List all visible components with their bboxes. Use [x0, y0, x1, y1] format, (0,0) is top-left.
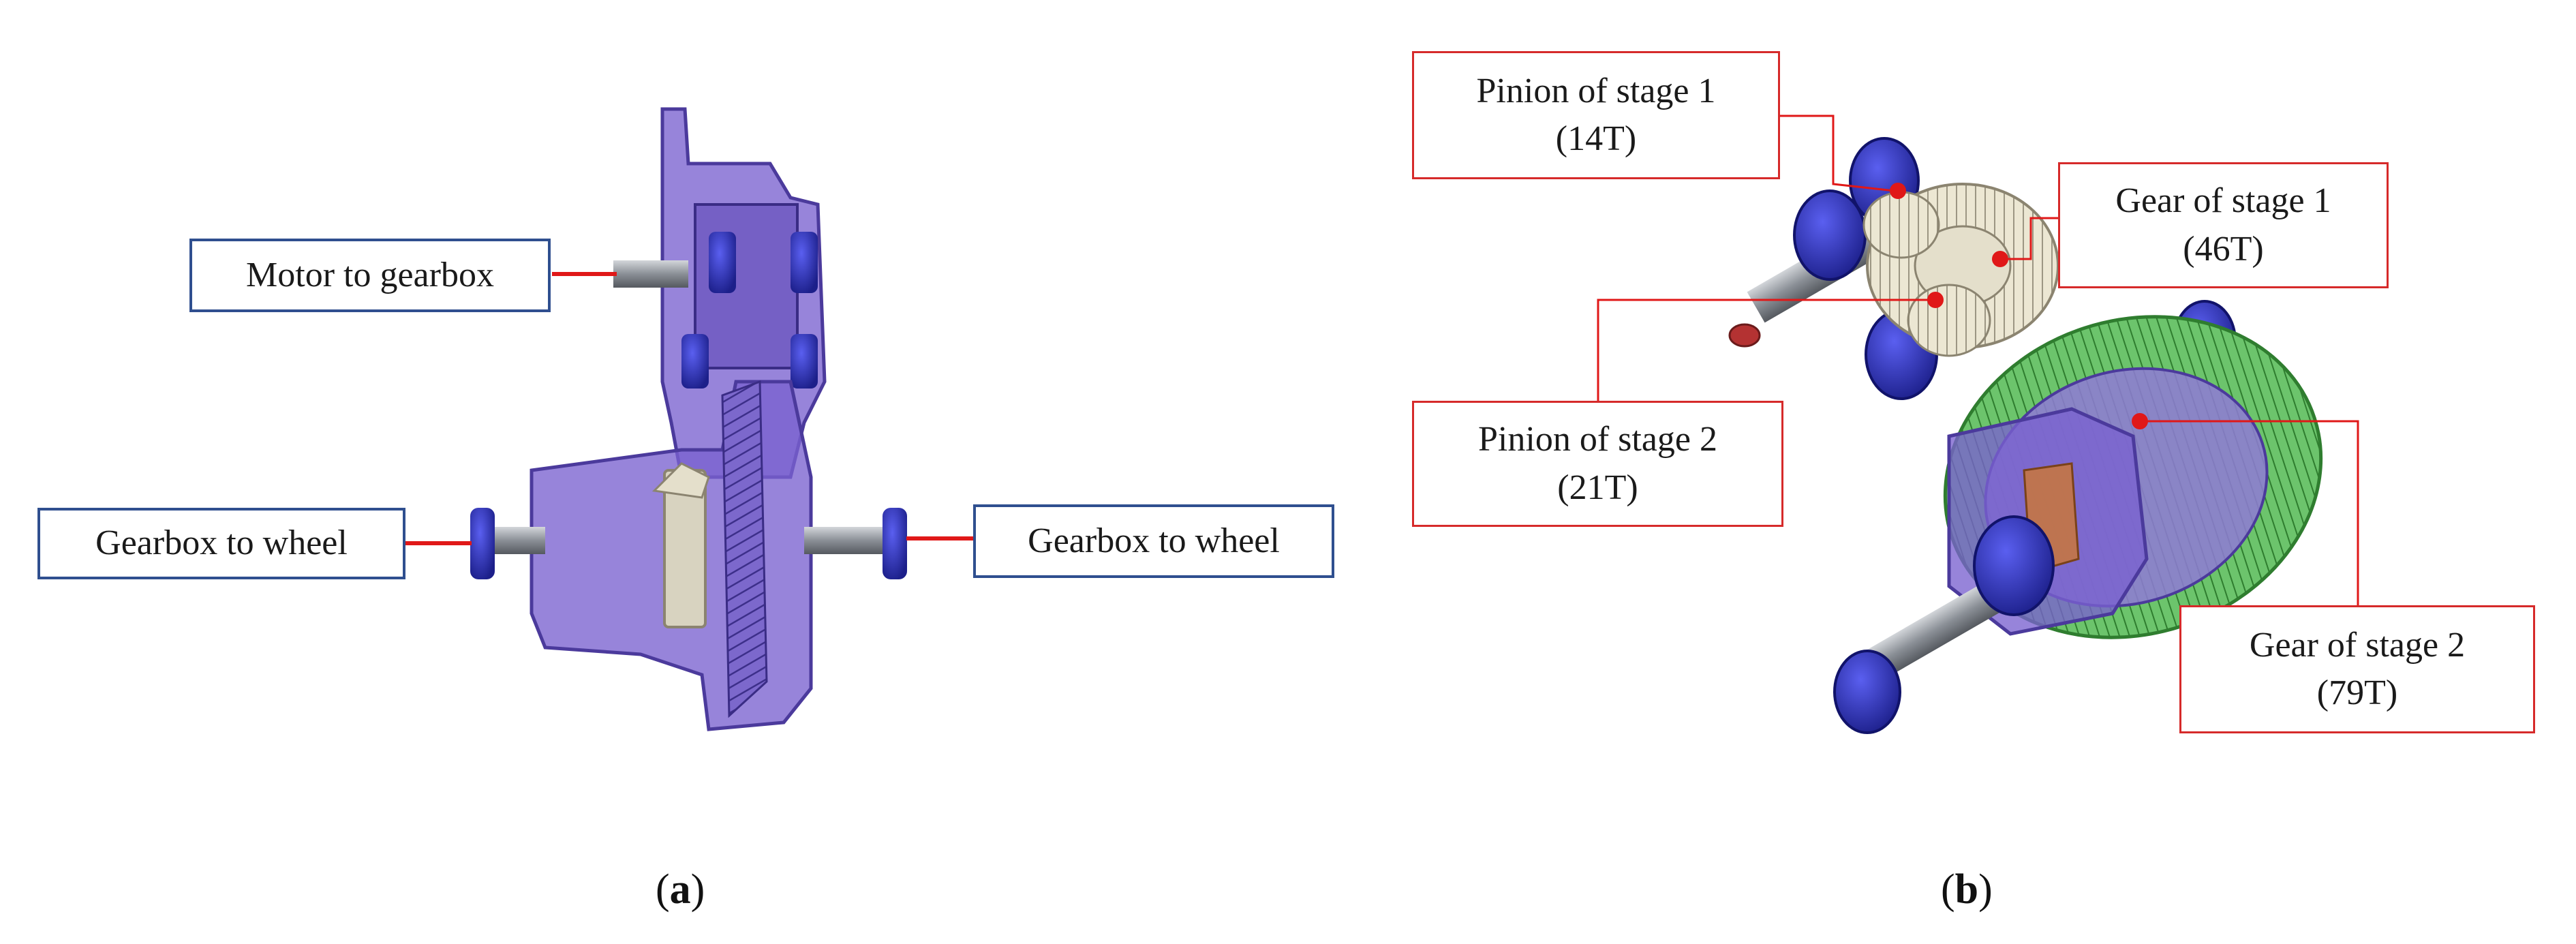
label-gear-stage-1-teeth: (46T): [2183, 229, 2264, 269]
caption-b-letter: b: [1954, 866, 1979, 913]
leader-pinion-stage1: [1779, 115, 1895, 192]
label-gearbox-to-wheel-right-text: Gearbox to wheel: [1028, 521, 1280, 560]
output-bearing-left: [470, 508, 495, 579]
label-gear-stage-2-name: Gear of stage 2: [2249, 625, 2466, 665]
gearbox-main-gear-teeth: [721, 380, 768, 718]
caption-a-close: ): [690, 866, 705, 913]
leader-pinion-stage2: [1597, 299, 1932, 402]
output-shaft-right: [804, 527, 893, 554]
stage1-pinion: [1862, 191, 1940, 259]
label-pinion-stage-1-name: Pinion of stage 1: [1476, 71, 1716, 110]
caption-b-open: (: [1941, 866, 1955, 913]
marker-pinion-stage2: [1927, 292, 1944, 308]
caption-panel-b: (b): [1941, 866, 1993, 914]
upper-bearing-3: [681, 334, 709, 389]
upper-bearing-1: [709, 232, 736, 293]
label-gearbox-to-wheel-left: Gearbox to wheel: [37, 508, 405, 579]
label-gearbox-to-wheel-right: Gearbox to wheel: [973, 504, 1334, 578]
label-gear-stage-2-teeth: (79T): [2316, 673, 2398, 712]
motor-input-shaft: [613, 260, 688, 288]
label-gear-stage-1: Gear of stage 1 (46T): [2058, 162, 2389, 288]
gearbox-side-view: [405, 107, 975, 731]
label-gearbox-to-wheel-left-text: Gearbox to wheel: [95, 523, 348, 563]
caption-a-open: (: [656, 866, 670, 913]
stage1-shaft-end: [1728, 323, 1761, 348]
stage2-pinion: [1907, 284, 1991, 357]
output-shaft-left: [491, 527, 545, 554]
caption-b-close: ): [1978, 866, 1993, 913]
label-motor-to-gearbox: Motor to gearbox: [189, 239, 551, 312]
leader-gear-stage2: [2143, 420, 2359, 607]
output-bearing-lower-1: [1973, 515, 2055, 616]
label-pinion-stage-2-teeth: (21T): [1557, 468, 1638, 507]
output-bearing-lower-2: [1833, 650, 1901, 734]
output-bearing-right: [883, 508, 907, 579]
gear-train-isometric-view: [1597, 115, 2359, 734]
label-pinion-stage-1: Pinion of stage 1 (14T): [1412, 51, 1780, 179]
caption-a-letter: a: [669, 866, 691, 913]
leader-gear-stage1: [2004, 217, 2058, 260]
marker-gear-stage2: [2132, 413, 2148, 429]
label-gear-stage-2: Gear of stage 2 (79T): [2179, 605, 2535, 733]
caption-panel-a: (a): [656, 866, 705, 914]
label-pinion-stage-2-name: Pinion of stage 2: [1478, 420, 1717, 459]
label-motor-to-gearbox-text: Motor to gearbox: [246, 255, 494, 294]
marker-gear-stage1: [1992, 251, 2008, 267]
label-pinion-stage-1-teeth: (14T): [1555, 119, 1637, 158]
upper-bearing-2: [791, 232, 818, 293]
upper-bearing-4: [791, 334, 818, 389]
label-gear-stage-1-name: Gear of stage 1: [2115, 181, 2331, 221]
differential-pinion-top: [651, 462, 710, 499]
marker-pinion-stage1: [1890, 183, 1906, 199]
label-pinion-stage-2: Pinion of stage 2 (21T): [1412, 401, 1783, 527]
stage1-bearing-left: [1793, 189, 1867, 281]
